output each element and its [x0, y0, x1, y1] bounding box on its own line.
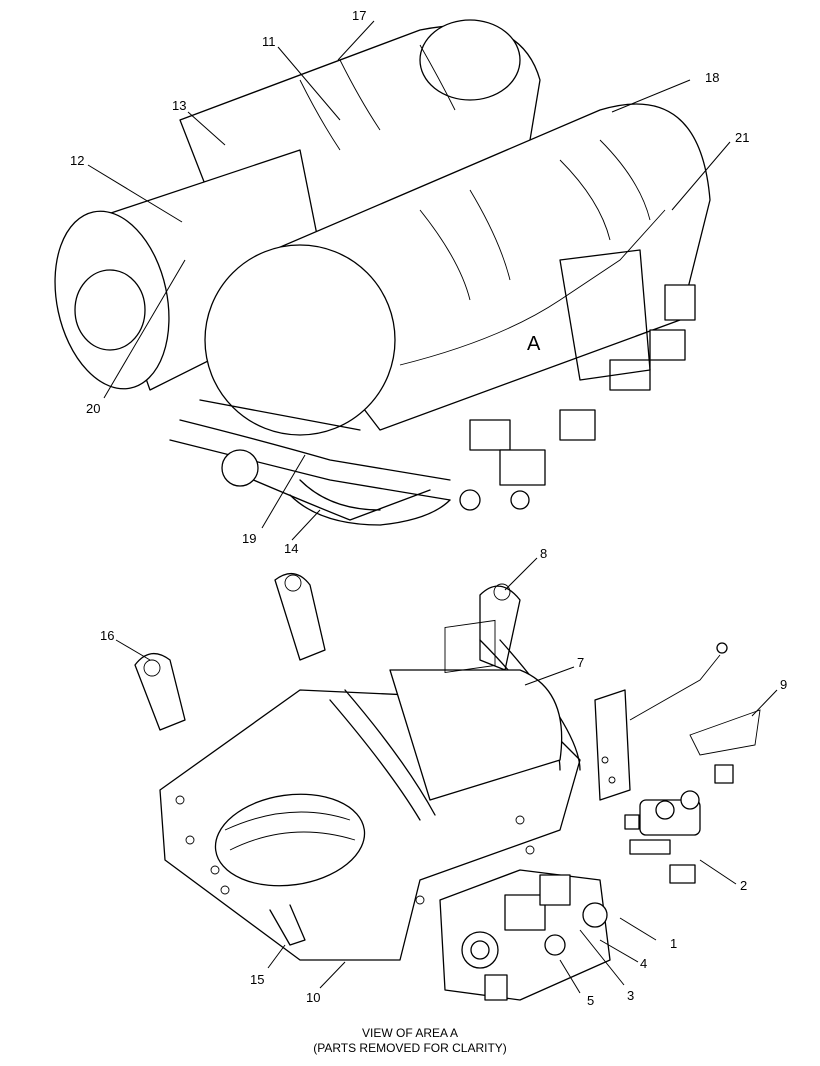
callouts: 17 11 18 13 21 12 20 19 14 8 16 7 9 2 1 … — [70, 8, 787, 1008]
callout-2: 2 — [740, 878, 747, 893]
callout-17: 17 — [352, 8, 366, 23]
fittings-2 — [624, 764, 734, 884]
lower-cylinder — [214, 793, 366, 887]
left-cylinder-inner — [74, 269, 146, 351]
valve-bracket — [594, 689, 631, 801]
right-cylinder-bands — [419, 139, 651, 301]
callout-10: 10 — [306, 990, 320, 1005]
rear-cylinder-bands — [299, 44, 456, 151]
valve-block — [439, 869, 611, 1001]
bottom-assembly — [134, 573, 761, 1001]
callout-18: 18 — [705, 70, 719, 85]
bracket-plate — [559, 249, 651, 381]
exhaust-pipe — [289, 479, 451, 526]
rear-cylinder-end — [419, 19, 521, 101]
caption-line-2: (PARTS REMOVED FOR CLARITY) — [313, 1041, 507, 1055]
right-cylinder-front — [204, 244, 396, 436]
frame-bolts — [175, 756, 616, 905]
valve-cluster-top — [221, 284, 696, 511]
callout-11: 11 — [262, 34, 276, 49]
callout-1: 1 — [670, 936, 677, 951]
lifting-eye-left-top — [274, 573, 326, 661]
callout-4: 4 — [640, 956, 647, 971]
caption-line-1: VIEW OF AREA A — [361, 1026, 459, 1040]
plate-9 — [689, 709, 761, 756]
drain-pipe-15 — [269, 904, 306, 946]
lifting-eye-8 — [479, 585, 521, 671]
callout-7: 7 — [577, 655, 584, 670]
callout-13: 13 — [172, 98, 186, 113]
lower-cylinder-texture — [224, 811, 356, 851]
lifting-eye-16 — [134, 653, 186, 731]
callout-15: 15 — [250, 972, 264, 987]
callout-14: 14 — [284, 541, 298, 556]
callout-5: 5 — [587, 993, 594, 1008]
sensor-cable-9 — [629, 654, 721, 721]
area-marker-a: A — [527, 333, 541, 355]
callout-16: 16 — [100, 628, 114, 643]
callout-9: 9 — [780, 677, 787, 692]
sensor-line — [399, 209, 666, 366]
inner-cylinder-7 — [389, 669, 563, 801]
callout-19: 19 — [242, 531, 256, 546]
callout-3: 3 — [627, 988, 634, 1003]
callout-20: 20 — [86, 401, 100, 416]
callout-21: 21 — [735, 130, 749, 145]
callout-12: 12 — [70, 153, 84, 168]
callout-8: 8 — [540, 546, 547, 561]
top-assembly — [54, 19, 711, 526]
